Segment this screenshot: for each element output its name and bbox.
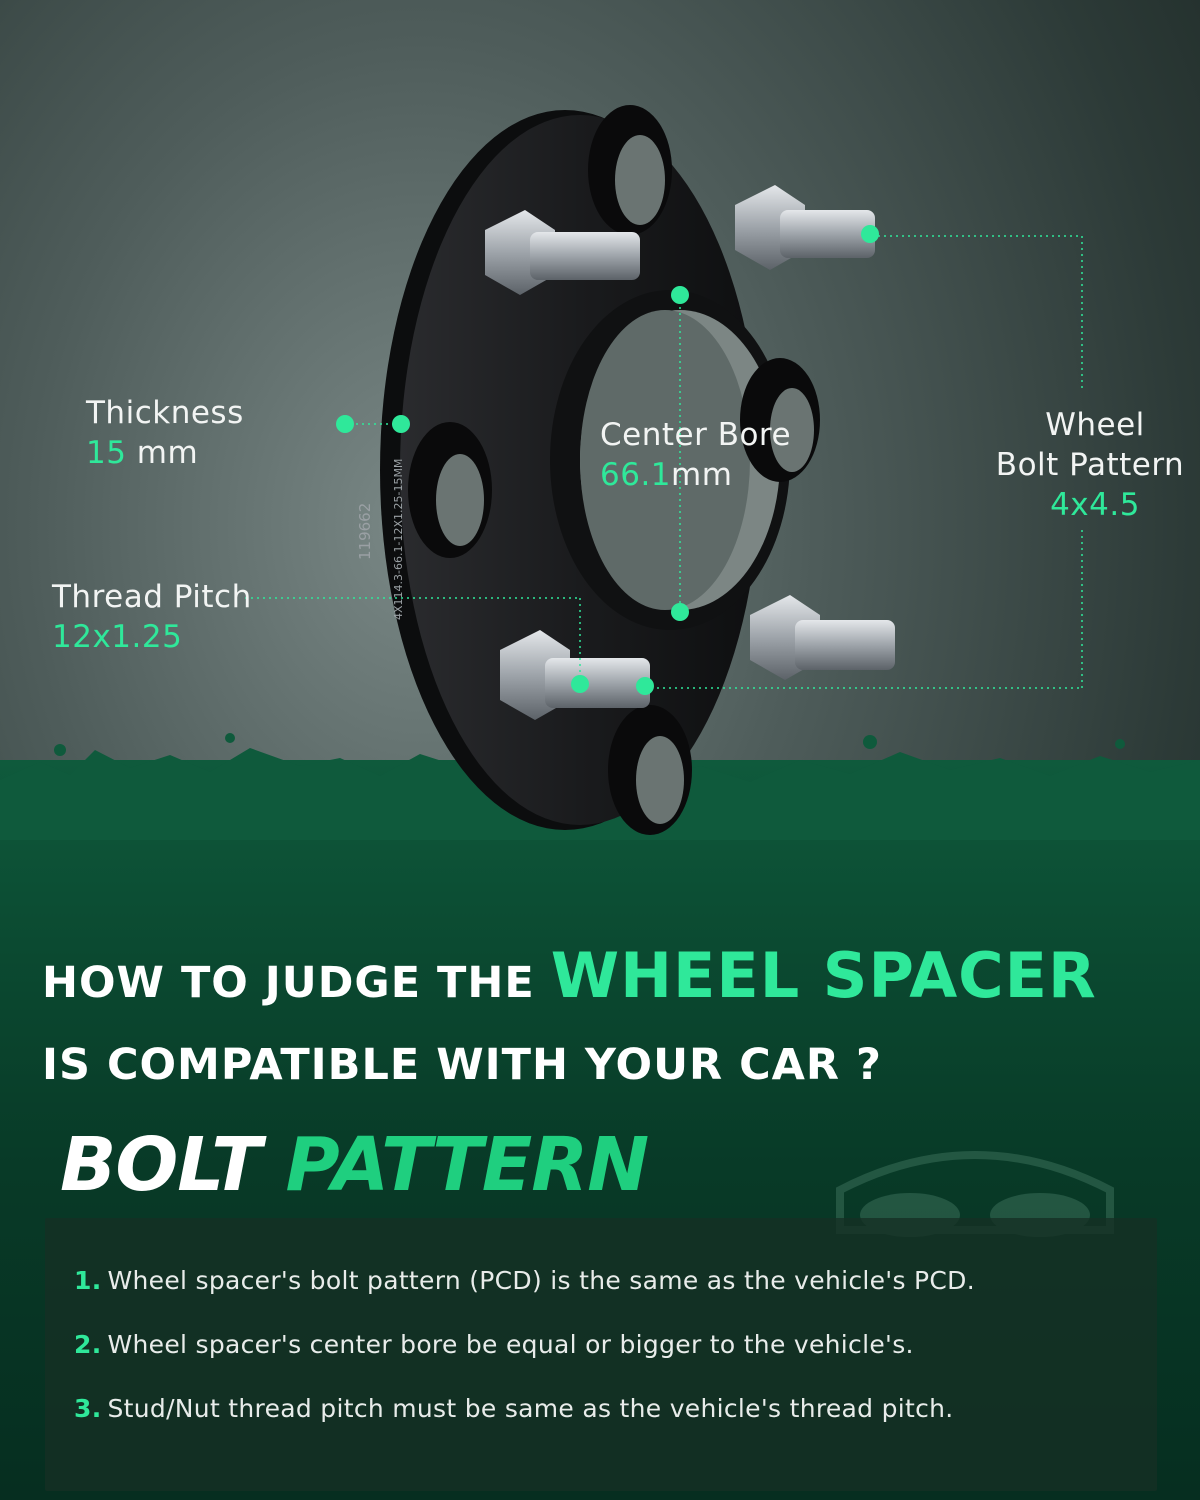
thread-pitch-label: Thread Pitch (52, 579, 252, 615)
thread-pitch-callout: Thread Pitch 12x1.25 (52, 577, 252, 657)
center-bore-label: Center Bore (600, 417, 792, 453)
rule-number: 1. (74, 1266, 102, 1295)
bolt-pattern-value: 4x4.5 (1050, 487, 1140, 523)
section-title-word2: PATTERN (285, 1122, 649, 1208)
headline-part1: HOW TO JUDGE THE (42, 958, 551, 1008)
center-bore-callout: Center Bore 66.1mm (600, 415, 791, 495)
stud-top-left (485, 210, 640, 295)
headline-highlight: WHEEL SPACER (550, 939, 1097, 1012)
stud-bottom-right (750, 595, 895, 680)
stud-top-right (735, 185, 875, 270)
rule-item-1: 1.Wheel spacer's bolt pattern (PCD) is t… (74, 1264, 1134, 1298)
rule-text: Wheel spacer's bolt pattern (PCD) is the… (107, 1266, 975, 1295)
thickness-value: 15 (86, 435, 127, 471)
headline: HOW TO JUDGE THE WHEEL SPACER IS COMPATI… (42, 935, 1172, 1106)
thickness-callout: Thickness 15 mm (86, 393, 244, 473)
center-bore-unit: mm (671, 457, 733, 493)
bolt-pattern-label-line2: Bolt Pattern (995, 447, 1185, 483)
engraving-part-number: 119662 (356, 503, 374, 560)
stud-bottom-left (500, 630, 650, 720)
bolt-pattern-callout: Wheel Bolt Pattern 4x4.5 (996, 405, 1190, 525)
thickness-label: Thickness (86, 395, 244, 431)
rule-text: Wheel spacer's center bore be equal or b… (107, 1330, 914, 1359)
rule-item-3: 3.Stud/Nut thread pitch must be same as … (74, 1392, 1134, 1426)
section-title: BOLT PATTERN (60, 1120, 649, 1210)
rule-number: 2. (74, 1330, 102, 1359)
center-bore-value: 66.1 (600, 457, 672, 493)
thickness-unit: mm (126, 435, 199, 471)
rule-text: Stud/Nut thread pitch must be same as th… (107, 1394, 954, 1423)
thread-pitch-value: 12x1.25 (52, 619, 183, 655)
section-title-word1: BOLT (60, 1122, 262, 1208)
rule-item-2: 2.Wheel spacer's center bore be equal or… (74, 1328, 1134, 1362)
headline-line2: IS COMPATIBLE WITH YOUR CAR ? (42, 1040, 882, 1090)
rule-number: 3. (74, 1394, 102, 1423)
compatibility-rules-box (45, 1218, 1157, 1491)
bolt-pattern-label-line1: Wheel (1045, 407, 1145, 443)
engraving-spec-code: 4X114.3-66.1-12X1.25-15MM (392, 459, 405, 620)
